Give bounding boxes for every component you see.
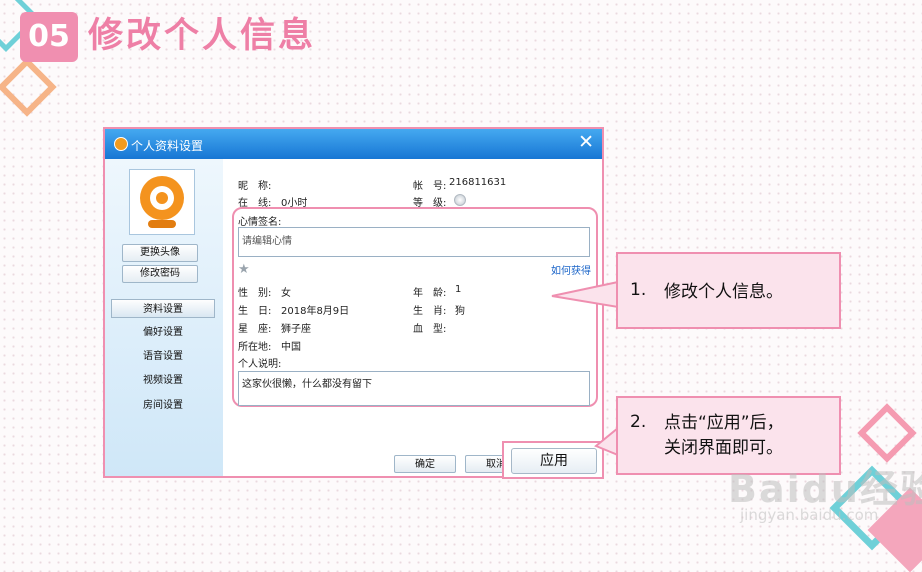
avatar[interactable] xyxy=(129,169,195,235)
gender-label: 性 别: xyxy=(238,288,272,299)
constellation-label: 星 座: xyxy=(238,324,272,335)
change-password-button[interactable]: 修改密码 xyxy=(122,265,198,283)
how-to-get-link[interactable]: 如何获得 xyxy=(551,266,591,277)
callout-arrow-1 xyxy=(551,280,619,309)
avatar-icon-lens xyxy=(156,192,168,204)
close-button[interactable]: ✕ xyxy=(578,131,594,153)
callout-step-2: 2. 点击“应用”后， 关闭界面即可。 xyxy=(616,396,841,475)
account-label: 帐 号: xyxy=(413,181,447,192)
app-icon xyxy=(114,137,128,151)
level-icon xyxy=(454,194,466,206)
watermark-url: jingyan.baidu.com xyxy=(740,506,879,524)
bio-label: 个人说明: xyxy=(238,359,282,370)
nickname-label: 昵 称: xyxy=(238,181,272,192)
zodiac-value: 狗 xyxy=(455,306,465,317)
age-value: 1 xyxy=(455,284,462,295)
apply-button[interactable]: 应用 xyxy=(511,448,597,474)
dialog-title: 个人资料设置 xyxy=(131,139,204,153)
avatar-icon-base xyxy=(148,220,176,228)
nav-item-video[interactable]: 视频设置 xyxy=(143,375,183,386)
zodiac-label: 生 肖: xyxy=(413,306,447,317)
nav-item-room[interactable]: 房间设置 xyxy=(143,400,183,411)
callout-step-1: 1. 修改个人信息。 xyxy=(616,252,841,329)
online-label: 在 线: xyxy=(238,198,272,209)
blood-type-label: 血 型: xyxy=(413,324,447,335)
callout-2-number: 2. xyxy=(630,412,647,432)
star-icon: ★ xyxy=(238,262,250,277)
apply-button-highlight: 应用 xyxy=(502,441,604,479)
level-label: 等 级: xyxy=(413,198,447,209)
mood-signature-input[interactable]: 请编辑心情 xyxy=(238,227,590,257)
constellation-value: 狮子座 xyxy=(281,324,311,335)
account-value: 216811631 xyxy=(449,177,507,188)
birthday-value[interactable]: 2018年8月9日 xyxy=(281,306,350,317)
location-label: 所在地: xyxy=(238,342,272,353)
nav-item-preferences[interactable]: 偏好设置 xyxy=(143,327,183,338)
edit-area-highlight xyxy=(232,207,598,407)
watermark-logo: Baidu经验 xyxy=(728,467,922,511)
nav-item-voice[interactable]: 语音设置 xyxy=(143,351,183,362)
bio-input[interactable]: 这家伙很懒，什么都没有留下 xyxy=(238,371,590,406)
bio-text: 这家伙很懒，什么都没有留下 xyxy=(242,379,372,390)
callout-2-line-2: 关闭界面即可。 xyxy=(664,438,783,458)
callout-1-text: 修改个人信息。 xyxy=(664,282,783,302)
online-value: 0小时 xyxy=(281,198,308,209)
callout-arrow-2 xyxy=(594,425,619,457)
location-value[interactable]: 中国 xyxy=(281,342,301,353)
dialog-titlebar: 个人资料设置 ✕ xyxy=(105,129,602,159)
age-label: 年 龄: xyxy=(413,288,447,299)
ok-button[interactable]: 确定 xyxy=(394,455,456,473)
step-number-badge: 05 xyxy=(20,12,78,62)
change-avatar-button[interactable]: 更换头像 xyxy=(122,244,198,262)
page-title: 修改个人信息 xyxy=(88,16,317,56)
gender-value[interactable]: 女 xyxy=(281,288,291,299)
mood-label: 心情签名: xyxy=(238,217,282,228)
birthday-label: 生 日: xyxy=(238,306,272,317)
sidebar: 更换头像 修改密码 资料设置 偏好设置 语音设置 视频设置 房间设置 xyxy=(105,159,223,476)
callout-1-number: 1. xyxy=(630,280,647,300)
mood-placeholder: 请编辑心情 xyxy=(242,236,292,247)
nav-item-profile[interactable]: 资料设置 xyxy=(111,299,215,318)
callout-2-line-1: 点击“应用”后， xyxy=(664,413,784,433)
